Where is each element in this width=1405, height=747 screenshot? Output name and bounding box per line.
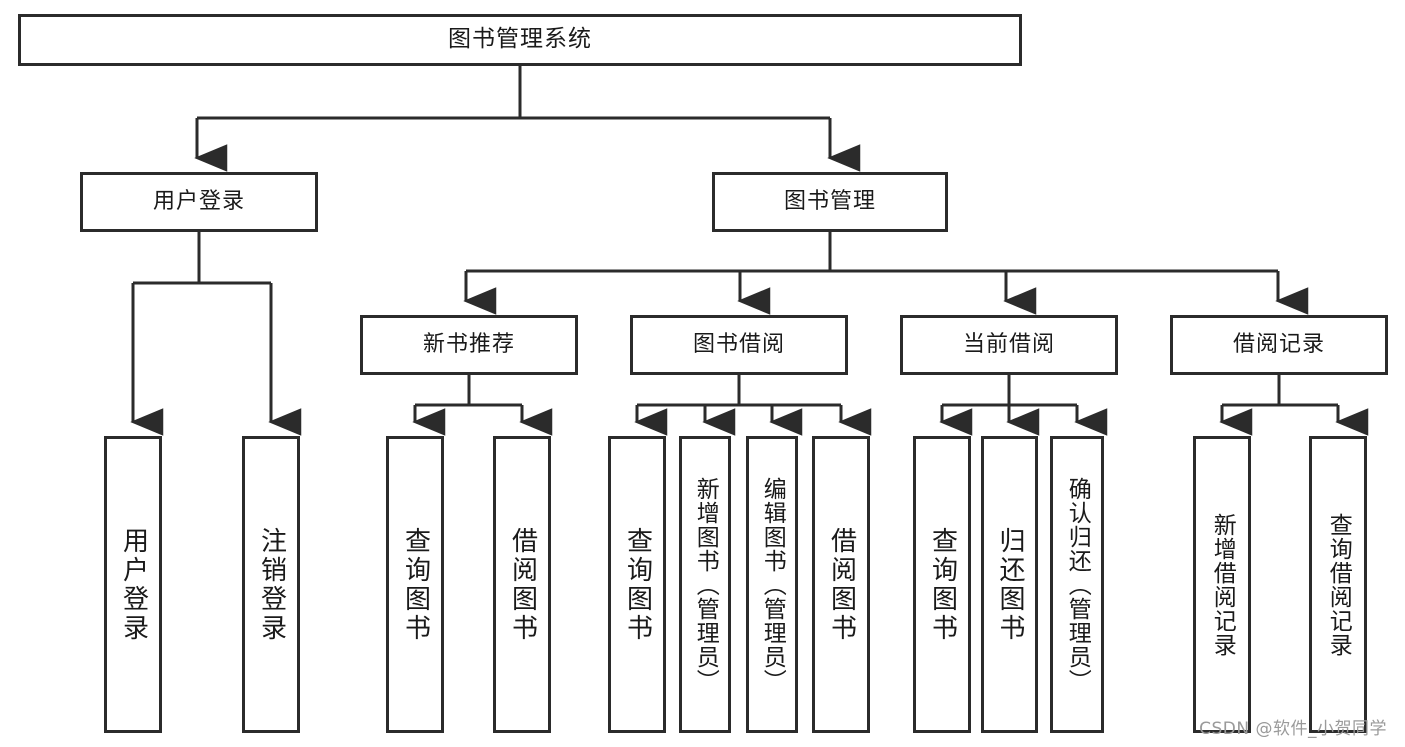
node-label: 新书推荐: [422, 331, 515, 357]
node-label: 用户登录: [152, 188, 245, 214]
leaf-label: 查询图书: [927, 526, 958, 643]
node-label: 借阅记录: [1232, 331, 1325, 357]
leaf-label: 借阅图书: [826, 526, 857, 643]
leaf-user-login-logout[interactable]: 注销登录: [242, 436, 300, 733]
node-root-system[interactable]: 图书管理系统: [18, 14, 1022, 66]
leaf-user-login-signin[interactable]: 用户登录: [104, 436, 162, 733]
leaf-label: 新增图书（管理员）: [692, 476, 719, 693]
leaf-recommend-borrow-book[interactable]: 借阅图书: [493, 436, 551, 733]
leaf-borrow-query-book[interactable]: 查询图书: [608, 436, 666, 733]
leaf-label: 注销登录: [256, 526, 287, 643]
leaf-label: 编辑图书（管理员）: [759, 476, 786, 693]
leaf-label: 新增借阅记录: [1209, 512, 1236, 657]
node-label: 当前借阅: [962, 331, 1055, 357]
leaf-current-confirm-return-admin[interactable]: 确认归还（管理员）: [1050, 436, 1104, 733]
leaf-label: 查询借阅记录: [1325, 512, 1352, 657]
node-current-borrow[interactable]: 当前借阅: [900, 315, 1118, 375]
node-book-management[interactable]: 图书管理: [712, 172, 948, 232]
leaf-label: 确认归还（管理员）: [1064, 476, 1091, 693]
csdn-watermark: CSDN @软件_小贺同学: [1199, 719, 1387, 739]
leaf-current-return-book[interactable]: 归还图书: [981, 436, 1038, 733]
leaf-label: 借阅图书: [507, 526, 538, 643]
node-label: 图书管理系统: [448, 26, 592, 53]
leaf-label: 用户登录: [118, 526, 149, 643]
node-new-book-recommend[interactable]: 新书推荐: [360, 315, 578, 375]
leaf-borrow-add-book-admin[interactable]: 新增图书（管理员）: [679, 436, 731, 733]
leaf-label: 归还图书: [995, 526, 1026, 643]
leaf-borrow-borrow-book[interactable]: 借阅图书: [812, 436, 870, 733]
node-book-borrow[interactable]: 图书借阅: [630, 315, 848, 375]
leaf-borrow-edit-book-admin[interactable]: 编辑图书（管理员）: [746, 436, 798, 733]
node-label: 图书管理: [783, 188, 876, 214]
leaf-record-add-record[interactable]: 新增借阅记录: [1193, 436, 1251, 733]
leaf-label: 查询图书: [622, 526, 653, 643]
leaf-current-query-book[interactable]: 查询图书: [913, 436, 971, 733]
node-user-login[interactable]: 用户登录: [80, 172, 318, 232]
leaf-label: 查询图书: [400, 526, 431, 643]
leaf-record-query-record[interactable]: 查询借阅记录: [1309, 436, 1367, 733]
node-label: 图书借阅: [692, 331, 785, 357]
leaf-recommend-query-book[interactable]: 查询图书: [386, 436, 444, 733]
node-borrow-record[interactable]: 借阅记录: [1170, 315, 1388, 375]
